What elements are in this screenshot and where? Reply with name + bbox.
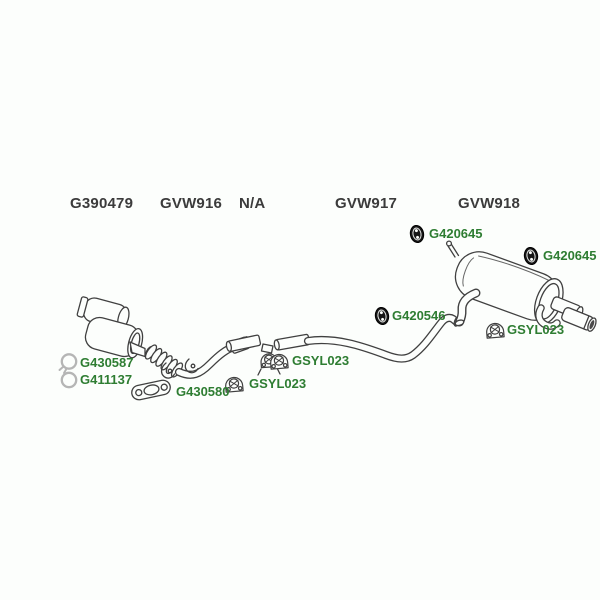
catalytic-converter bbox=[76, 296, 155, 360]
sealing-ring-icon bbox=[60, 371, 78, 389]
mounting-brackets bbox=[160, 358, 199, 379]
rubber-hanger-icon bbox=[522, 245, 540, 267]
exhaust-tip bbox=[561, 307, 597, 332]
group-header-na: N/A bbox=[239, 195, 266, 212]
tailpipe bbox=[535, 296, 597, 332]
part-link-gsyl023-3[interactable]: GSYL023 bbox=[249, 376, 307, 391]
muffler-inlet-pipe bbox=[454, 288, 481, 327]
part-link-g420546[interactable]: G420546 bbox=[392, 308, 446, 323]
part-link-g420645-2[interactable]: G420645 bbox=[543, 248, 597, 263]
part-link-g430580[interactable]: G430580 bbox=[176, 384, 230, 399]
clamp-ring-icon bbox=[58, 353, 78, 374]
group-header-g390479: G390479 bbox=[70, 195, 134, 212]
part-link-g420645-1[interactable]: G420645 bbox=[429, 226, 483, 241]
group-header-gvw918: GVW918 bbox=[458, 195, 521, 212]
pipe-clamp-icon bbox=[485, 322, 505, 339]
part-link-g430587[interactable]: G430587 bbox=[80, 355, 134, 370]
flange-gasket-icon bbox=[131, 379, 171, 401]
rubber-hanger-icon bbox=[373, 305, 391, 327]
part-link-gsyl023-2[interactable]: GSYL023 bbox=[292, 353, 350, 368]
group-header-gvw916: GVW916 bbox=[160, 195, 223, 212]
group-header-gvw917: GVW917 bbox=[335, 195, 398, 212]
hanger-pin bbox=[445, 240, 460, 258]
center-pipe bbox=[303, 313, 461, 363]
part-link-gsyl023-1[interactable]: GSYL023 bbox=[507, 322, 565, 337]
rubber-hanger-icon bbox=[408, 223, 426, 245]
part-link-g411137[interactable]: G411137 bbox=[80, 372, 133, 387]
